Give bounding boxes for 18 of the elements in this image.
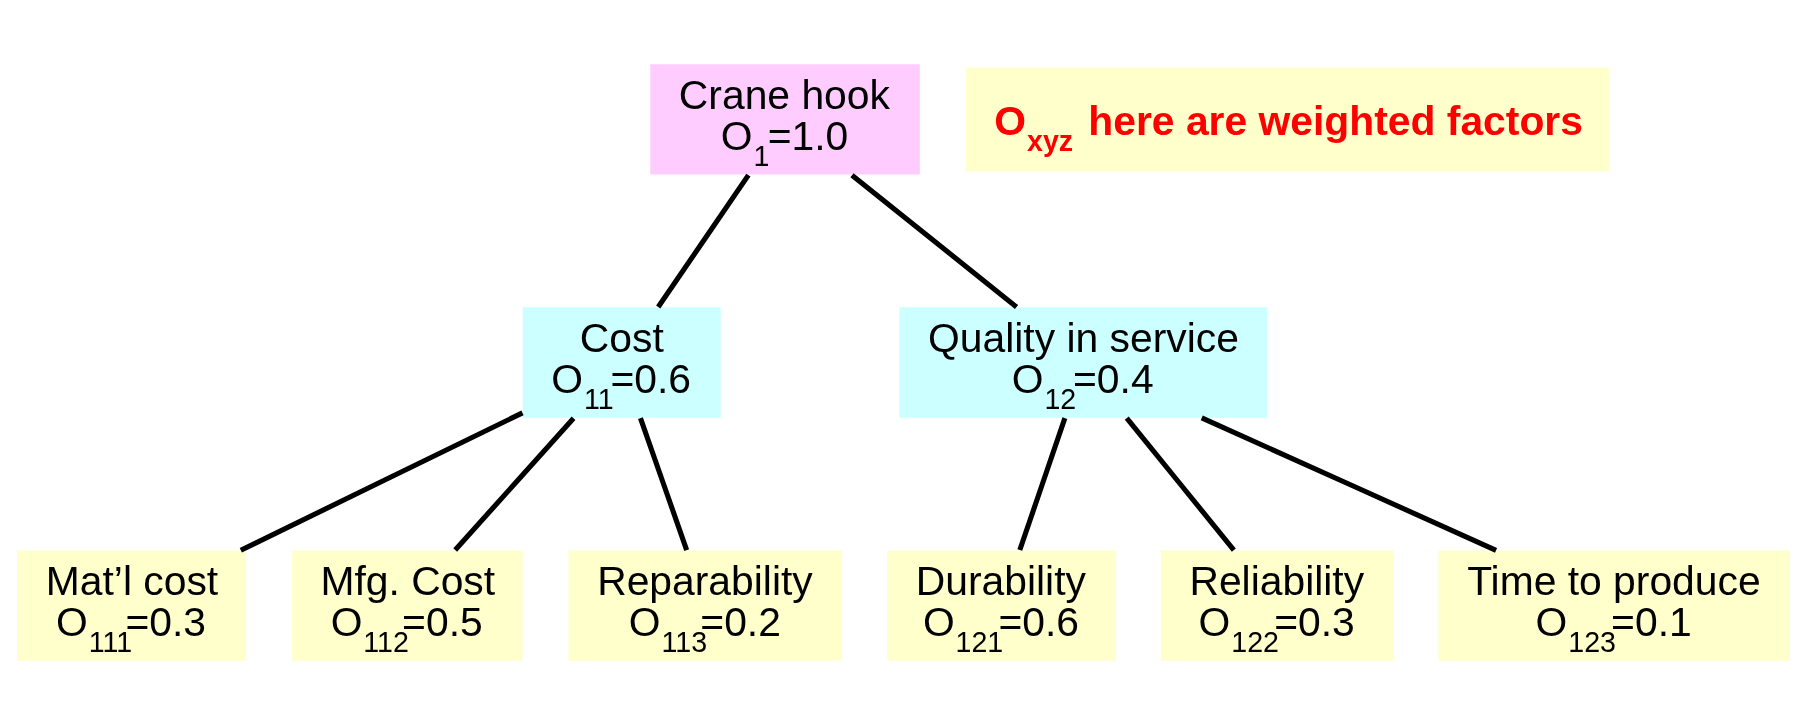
node-box: Crane hook O$_{1}$=1.0 — [649, 64, 920, 175]
node-box: Reliability O$_{122}$=0.3 — [1160, 550, 1394, 661]
node-box: O$_{xyz}$ here are weighted factors — [965, 67, 1609, 172]
connector — [849, 173, 1018, 309]
node-box: Mat’l cost O$_{111}$=0.3 — [16, 550, 246, 661]
connector — [1016, 417, 1067, 551]
node-box: Mfg. Cost O$_{112}$=0.5 — [291, 550, 523, 661]
node-box: Quality in service O$_{12}$=0.4 — [898, 307, 1267, 418]
connector — [1124, 416, 1236, 552]
node-box: Cost O$_{11}$=0.6 — [522, 307, 721, 418]
node-box: Durability O$_{121}$=0.6 — [886, 550, 1116, 661]
connector — [1200, 415, 1497, 553]
connector — [655, 173, 750, 309]
connector — [452, 416, 575, 552]
connector — [637, 417, 689, 551]
connector — [239, 410, 524, 553]
node-box: Time to produce O$_{123}$=0.1 — [1438, 550, 1790, 661]
node-box: Reparability O$_{113}$=0.2 — [568, 550, 842, 661]
